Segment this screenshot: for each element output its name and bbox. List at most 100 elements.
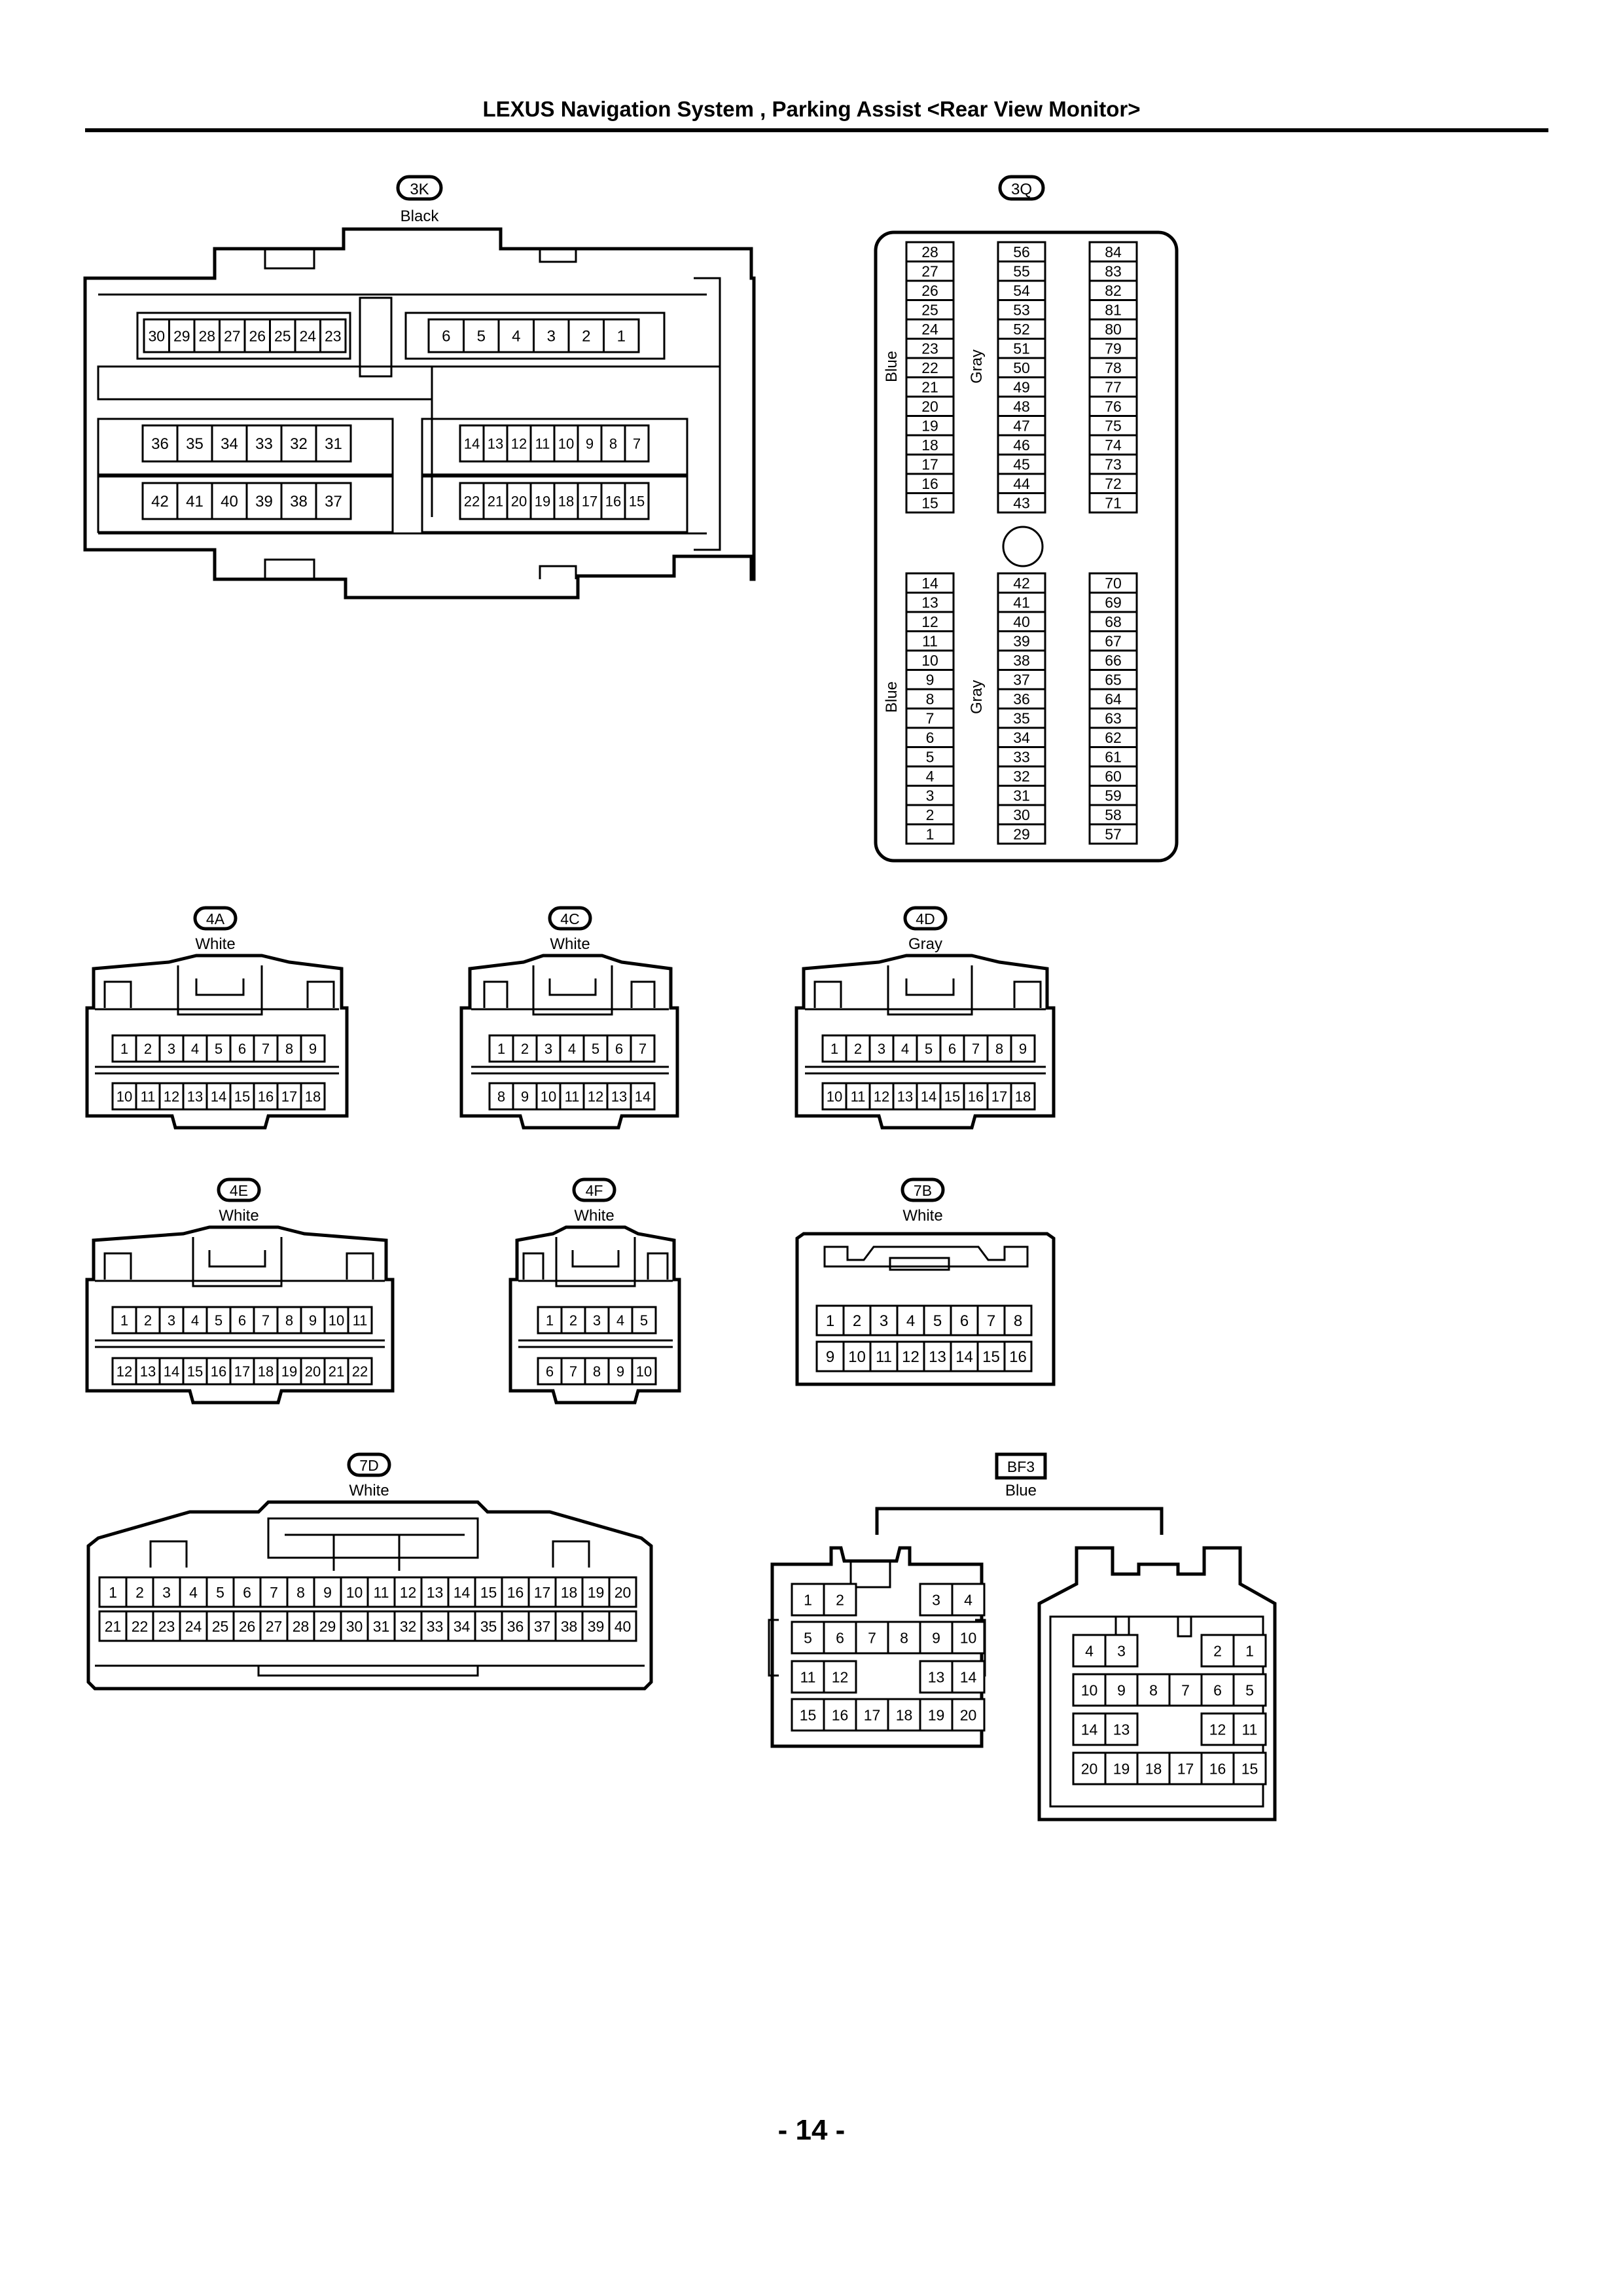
connector-4F-frame (518, 1280, 673, 1348)
connector-3Q-pin: 27 (921, 263, 938, 280)
connector-3Q-pin-cell (1088, 473, 1138, 494)
connector-4E-pin-cell (205, 1306, 232, 1335)
connector-7D-lock (95, 1517, 645, 1677)
connector-BF3-pin: 4 (964, 1591, 972, 1608)
connector-4E-pin-cell (347, 1357, 373, 1386)
connector-4E-pin: 18 (258, 1363, 274, 1380)
connector-4A-pin-cell (229, 1082, 255, 1111)
connector-3Q-pin-cell (905, 241, 955, 262)
connector-3Q-pin: 82 (1105, 282, 1122, 299)
connector-4C-pin: 10 (541, 1088, 556, 1105)
connector-7B-pin: 15 (982, 1348, 1000, 1366)
connector-BF3-pin-cell (1168, 1673, 1203, 1707)
connector-7D-pin: 19 (588, 1584, 605, 1601)
connector-7B-pin: 6 (960, 1312, 969, 1330)
connector-7B-pin: 4 (906, 1312, 915, 1330)
connector-3K-pin: 5 (477, 328, 486, 346)
connector-4E-pin-cell (111, 1357, 137, 1386)
connector-7D-pin-cell (232, 1610, 262, 1642)
connector-4C-code-badge (548, 906, 592, 931)
connector-BF3-pin: 20 (960, 1706, 977, 1723)
connector-3Q-pin-cell (1088, 592, 1138, 613)
connector-3K-pin: 18 (558, 493, 574, 509)
connector-3K-pin-cell (294, 318, 321, 353)
connector-3Q-pin: 31 (1013, 787, 1030, 804)
connector-7D-pin: 22 (132, 1618, 149, 1635)
connector-4E-pin: 2 (144, 1312, 152, 1329)
connector-7D-pin-cell (420, 1576, 450, 1608)
connector-4A-pin-cell (276, 1082, 302, 1111)
connector-4D-housing (794, 954, 1056, 1130)
connector-4F-pin: 2 (569, 1312, 577, 1329)
connector-7B-code: 7B (914, 1182, 932, 1199)
connector-3Q-pin: 52 (1013, 321, 1030, 338)
connector-3Q-pin: 22 (921, 359, 938, 376)
connector-7D-pin-cell (393, 1576, 423, 1608)
connector-4A-pin: 8 (285, 1041, 293, 1057)
connector-3Q-pin: 58 (1105, 806, 1122, 823)
connector-4E-code-badge (217, 1177, 261, 1202)
connector-BF3-pin: 17 (864, 1706, 881, 1723)
connector-4E-pin: 6 (238, 1312, 246, 1329)
connector-7D-code-badge (347, 1452, 391, 1477)
connector-4D-pin: 10 (827, 1088, 842, 1105)
connector-4F-pin-cell (584, 1357, 610, 1386)
connector-3Q-pin: 1 (926, 826, 935, 843)
connector-BF3-pin-cell (823, 1583, 857, 1617)
connector-4A-pin: 5 (215, 1041, 223, 1057)
connector-3Q-pin-cell (905, 299, 955, 321)
connector-3K-pin: 15 (629, 493, 645, 509)
connector-BF3-pin: 5 (1245, 1681, 1254, 1698)
connector-7D-pin: 3 (162, 1584, 171, 1601)
connector-4D-pin-cell (1010, 1082, 1036, 1111)
connector-7B-pin-cell (815, 1340, 845, 1372)
connector-3K-pin: 14 (464, 435, 480, 452)
connector-3K-pin: 41 (186, 493, 204, 511)
connector-4F-housing (508, 1225, 681, 1405)
connector-7D-pin: 7 (270, 1584, 278, 1601)
connector-3Q-pin: 36 (1013, 691, 1030, 708)
connector-4C-pin: 2 (521, 1041, 529, 1057)
connector-4A-pin-cell (135, 1034, 161, 1063)
connector-3K-pin: 38 (290, 493, 308, 511)
connector-7B-pin: 9 (826, 1348, 834, 1366)
connector-3Q-pin: 70 (1105, 575, 1122, 592)
connector-3Q-pin: 29 (1013, 826, 1030, 843)
connector-3Q-pin: 55 (1013, 263, 1030, 280)
connector-BF3-pin: 15 (800, 1706, 817, 1723)
connector-4F-code-badge (572, 1177, 616, 1202)
connector-4C-housing (459, 954, 679, 1130)
connector-3K-pin: 32 (290, 435, 308, 453)
connector-7D-pin: 39 (588, 1618, 605, 1635)
connector-3Q-pin-cell (1088, 649, 1138, 671)
connector-3K-pin: 25 (274, 327, 291, 344)
connector-4D-pin-cell (821, 1034, 847, 1063)
connector-3Q-pin: 41 (1013, 594, 1030, 611)
connector-7D-pin: 2 (135, 1584, 144, 1601)
connector-3Q-pin-cell (997, 395, 1046, 417)
connector-3Q-pin-cell (997, 649, 1046, 671)
connector-BF3-pin: 13 (928, 1668, 945, 1685)
connector-7D-pin: 40 (615, 1618, 632, 1635)
connector-BF3-left-lock (768, 1561, 986, 1677)
connector-3Q-pin-cell (1088, 688, 1138, 709)
connector-3Q-pin: 11 (922, 633, 938, 650)
connector-4F-pin-cell (631, 1306, 657, 1335)
connector-4C-pin-cell (535, 1082, 562, 1111)
connector-7B-pin: 2 (853, 1312, 861, 1330)
connector-3K-pin: 11 (535, 435, 550, 452)
connector-BF3-pin: 12 (832, 1668, 849, 1685)
connector-4D-pin: 4 (901, 1041, 909, 1057)
connector-7D-pin: 21 (105, 1618, 122, 1635)
connector-BF3-pin: 14 (960, 1668, 977, 1685)
connector-7D-pin-cell (313, 1610, 342, 1642)
connector-7B-pin-cell (1003, 1304, 1033, 1336)
connector-4D-pin: 2 (854, 1041, 862, 1057)
connector-3Q-pin-cell (1088, 492, 1138, 514)
connector-3Q-pin-cell (1088, 765, 1138, 787)
connector-3Q-pin-cell (997, 241, 1046, 262)
connector-4D-pin: 14 (921, 1088, 936, 1105)
connector-3Q-pin-cell (1088, 434, 1138, 456)
